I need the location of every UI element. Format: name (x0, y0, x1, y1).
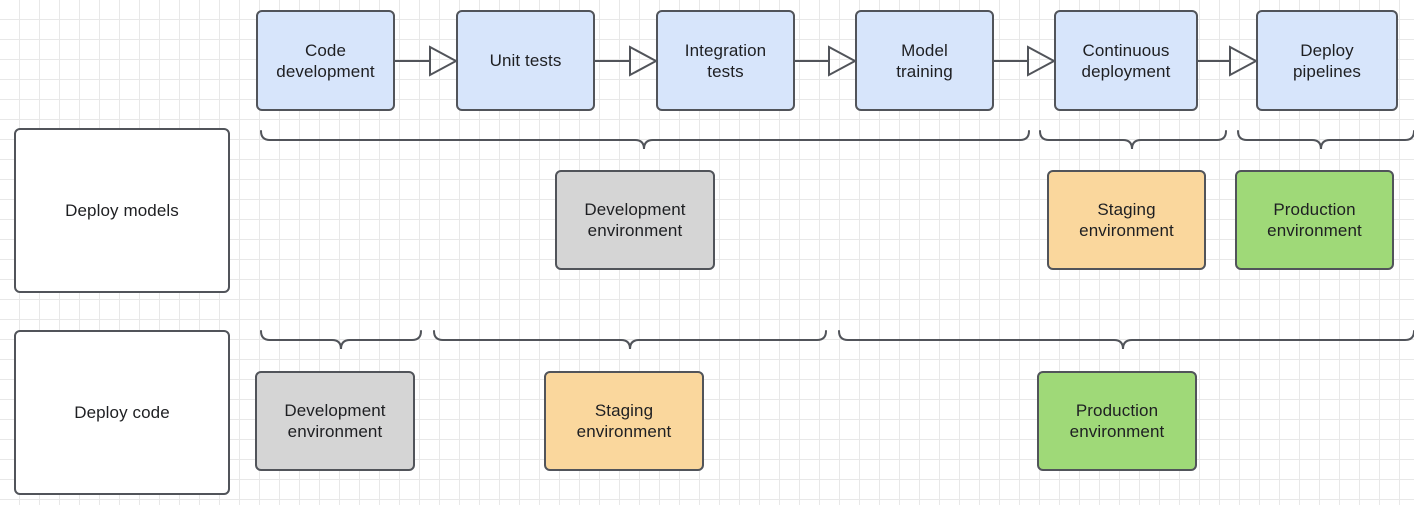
environment-models-development-environment[interactable]: Development environment (555, 170, 715, 270)
pipeline-stage-model-training[interactable]: Model training (855, 10, 994, 111)
pipeline-stage-integration-tests[interactable]: Integration tests (656, 10, 795, 111)
brace-models-production (1232, 130, 1414, 156)
row-label-deploy-code[interactable]: Deploy code (14, 330, 230, 495)
brace-models-staging (1034, 130, 1227, 156)
environment-code-staging-environment[interactable]: Staging environment (544, 371, 704, 471)
environment-models-production-environment[interactable]: Production environment (1235, 170, 1394, 270)
brace-code-development (255, 330, 422, 356)
environment-models-staging-environment[interactable]: Staging environment (1047, 170, 1206, 270)
pipeline-stage-continuous-deployment[interactable]: Continuous deployment (1054, 10, 1198, 111)
environment-code-production-environment[interactable]: Production environment (1037, 371, 1197, 471)
arrow-model-to-cd (994, 41, 1057, 81)
arrow-cd-to-pipelines (1198, 41, 1259, 81)
environment-code-development-environment[interactable]: Development environment (255, 371, 415, 471)
brace-models-development (255, 130, 1030, 156)
row-label-deploy-models[interactable]: Deploy models (14, 128, 230, 293)
arrow-unit-to-integration (595, 41, 659, 81)
pipeline-stage-unit-tests[interactable]: Unit tests (456, 10, 595, 111)
arrow-code-to-unit (395, 41, 459, 81)
pipeline-stage-code-development[interactable]: Code development (256, 10, 395, 111)
brace-code-production (833, 330, 1414, 356)
arrow-integration-to-model (795, 41, 858, 81)
brace-code-staging (428, 330, 827, 356)
pipeline-stage-deploy-pipelines[interactable]: Deploy pipelines (1256, 10, 1398, 111)
